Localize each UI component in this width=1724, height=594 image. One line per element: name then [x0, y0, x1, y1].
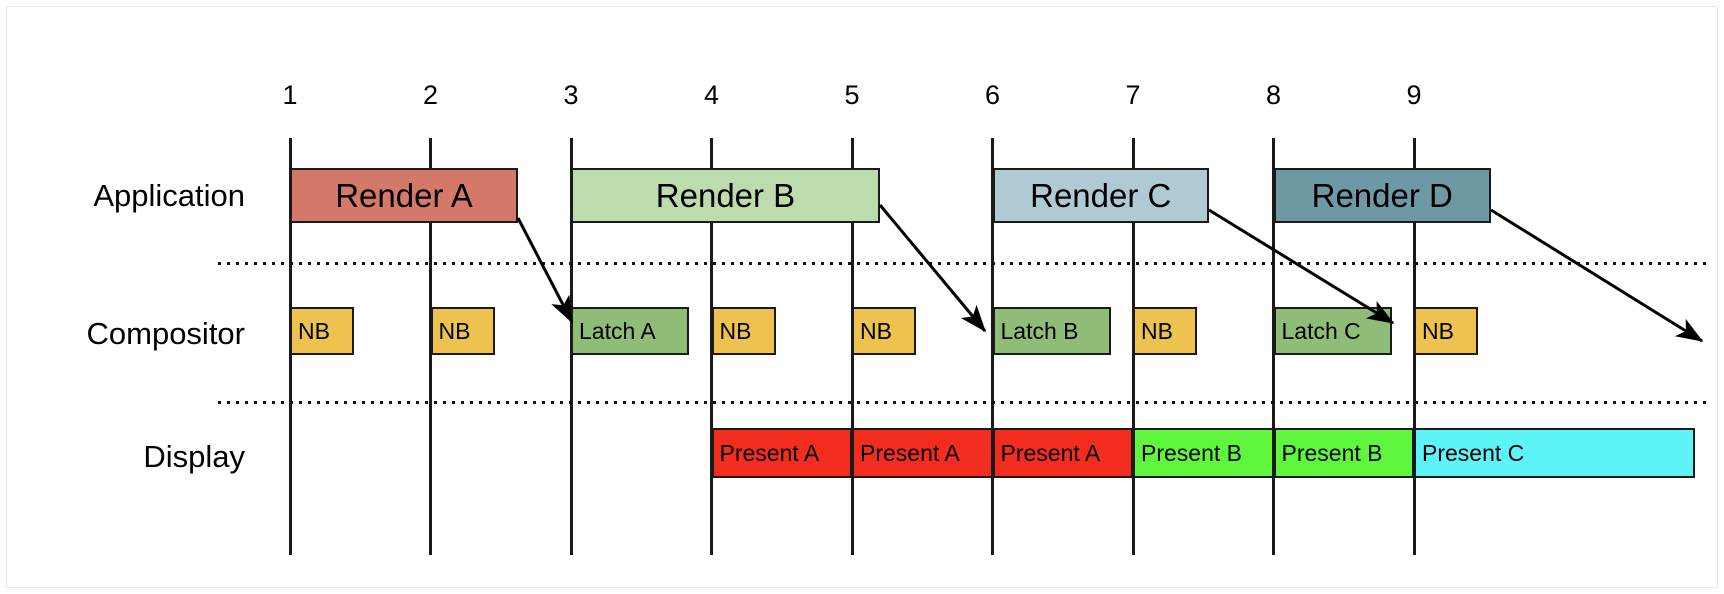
diagram-frame [6, 6, 1718, 588]
tick-label-8: 8 [1265, 80, 1282, 110]
tick-label-2: 2 [422, 80, 439, 110]
tick-label-9: 9 [1406, 80, 1422, 110]
compositor-box-6[interactable]: NB [1133, 307, 1197, 355]
display-box-0[interactable]: Present A [711, 428, 852, 478]
compositor-box-8[interactable]: NB [1414, 307, 1478, 355]
application-box-1[interactable]: Render B [571, 168, 880, 223]
display-box-5[interactable]: Present C [1414, 428, 1695, 478]
tick-label-3: 3 [563, 80, 579, 110]
row-label-application: Application [93, 178, 245, 213]
application-box-2[interactable]: Render C [992, 168, 1209, 223]
compositor-box-0[interactable]: NB [290, 307, 354, 355]
row-separator-compositor-display [218, 401, 1706, 404]
tick-label-6: 6 [984, 80, 1001, 110]
tick-label-5: 5 [844, 80, 860, 110]
compositor-box-2[interactable]: Latch A [571, 307, 689, 355]
application-box-3[interactable]: Render D [1273, 168, 1491, 223]
display-box-1[interactable]: Present A [852, 428, 993, 478]
application-box-0[interactable]: Render A [290, 168, 518, 223]
tick-label-7: 7 [1125, 80, 1141, 110]
row-label-compositor: Compositor [86, 316, 246, 351]
row-separator-application-compositor [218, 262, 1706, 265]
display-box-3[interactable]: Present B [1133, 428, 1274, 478]
tick-label-4: 4 [703, 80, 720, 110]
compositor-box-7[interactable]: Latch C [1273, 307, 1392, 355]
tick-label-1: 1 [282, 80, 298, 110]
display-box-4[interactable]: Present B [1273, 428, 1414, 478]
compositor-box-4[interactable]: NB [852, 307, 916, 355]
compositor-box-5[interactable]: Latch B [992, 307, 1111, 355]
display-box-2[interactable]: Present A [992, 428, 1133, 478]
compositor-box-3[interactable]: NB [711, 307, 776, 355]
compositor-box-1[interactable]: NB [430, 307, 495, 355]
row-label-display: Display [143, 439, 245, 474]
